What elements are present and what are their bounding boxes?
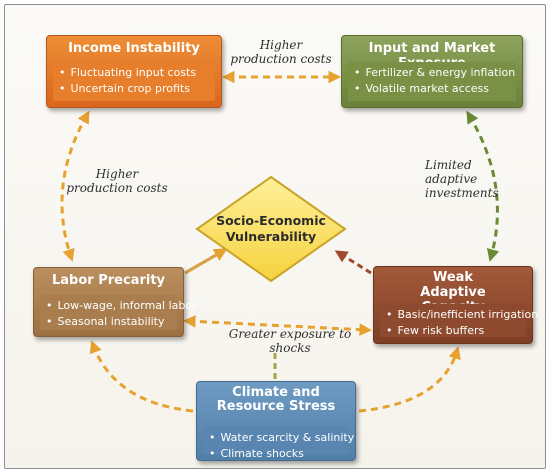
- node-item: Basic/inefficient irrigation: [386, 307, 539, 323]
- node-item: Uncertain crop profits: [59, 81, 209, 97]
- node-item: Volatile market access: [354, 81, 510, 97]
- node-item-list: Fluctuating input costs Uncertain crop p…: [53, 62, 215, 101]
- node-climate-resource-stress: Climate and Resource Stress Water scarci…: [196, 381, 356, 461]
- arrow-labor-center: [184, 248, 228, 275]
- node-item: Climate shocks: [209, 446, 343, 462]
- arrow-climate-labor: [89, 340, 194, 413]
- center-diamond: [195, 175, 347, 283]
- node-item: Water scarcity & salinity: [209, 430, 355, 446]
- node-weak-adaptive-capacity: Weak Adaptive Capacity Basic/inefficient…: [373, 266, 539, 344]
- node-item-list: Water scarcity & salinity Climate shocks: [203, 427, 355, 460]
- node-title: Income Instability: [68, 41, 200, 56]
- arrow-climate-weak: [358, 346, 461, 413]
- node-item: Few risk buffers: [386, 323, 520, 339]
- arrow-labor-weak: [182, 315, 373, 336]
- edge-label-middle: Greater exposure to shocks: [228, 327, 352, 355]
- node-title: Labor Precarity: [51, 273, 166, 288]
- node-income-instability: Income Instability Fluctuating input cos…: [46, 35, 222, 108]
- node-labor-precarity: Labor Precarity Low-wage, informal labor…: [33, 267, 197, 337]
- edge-label-right: Limited adaptive investments: [425, 158, 499, 200]
- node-item: Fluctuating input costs: [59, 65, 209, 81]
- edge-label-left: Higher production costs: [66, 167, 168, 195]
- connector-layer: [60, 70, 500, 413]
- arrow-weak-center: [334, 250, 372, 275]
- node-title: Climate and Resource Stress: [216, 385, 336, 414]
- diagram-canvas: Socio-Economic Vulnerability Income Inst…: [4, 4, 546, 469]
- edge-label-top: Higher production costs: [230, 38, 332, 66]
- node-input-market-exposure: Input and Market Exposure Fertilizer & e…: [341, 35, 523, 108]
- node-item: Fertilizer & energy inflation: [354, 65, 516, 81]
- node-item-list: Fertilizer & energy inflation Volatile m…: [348, 62, 516, 101]
- node-item-list: Low-wage, informal labor Seasonal instab…: [40, 295, 197, 330]
- center-title: Socio-Economic Vulnerability: [216, 213, 326, 244]
- node-item-list: Basic/inefficient irrigation Few risk bu…: [380, 304, 539, 339]
- arrow-income-labor: [60, 110, 90, 262]
- node-item: Low-wage, informal labor: [46, 298, 197, 314]
- arrow-input-weak: [466, 110, 500, 262]
- node-item: Seasonal instability: [46, 314, 171, 330]
